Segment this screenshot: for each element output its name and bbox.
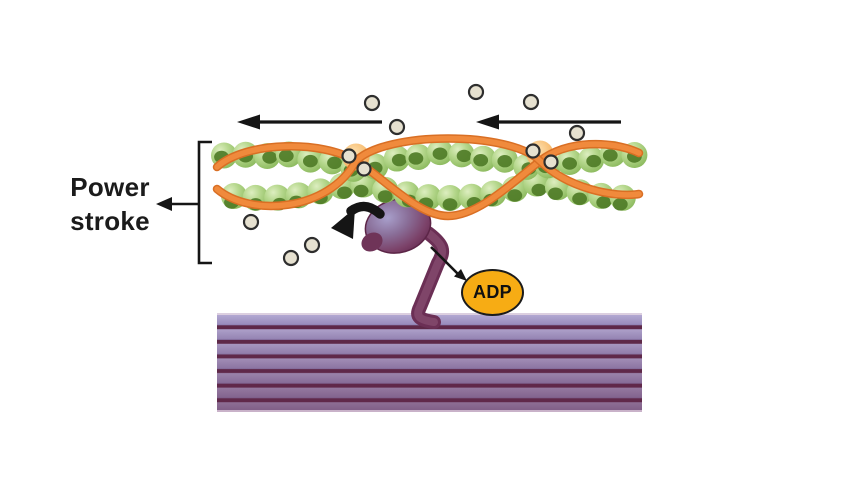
- rotation-arrow-icon: [331, 201, 385, 239]
- myosin-binding-site-spot: [531, 183, 547, 197]
- myosin-binding-site-spot: [507, 189, 523, 202]
- myosin-binding-site-spot: [442, 198, 458, 211]
- tropomyosin-strand-highlight: [214, 135, 642, 209]
- adp-release-arrow-icon: [430, 246, 467, 281]
- sliding-arrows: [237, 114, 621, 130]
- calcium-ion: [356, 161, 372, 177]
- sliding-arrow-left-icon: [237, 114, 382, 130]
- calcium-ion: [568, 124, 586, 142]
- myosin-neck-shade: [414, 229, 447, 326]
- myosin-binding-site-spot: [497, 155, 513, 168]
- calcium-ion: [467, 83, 485, 101]
- tropomyosin-strand-highlight: [214, 141, 642, 219]
- myosin-binding-site-spot: [586, 154, 602, 168]
- calcium-ion: [303, 236, 321, 254]
- sliding-arrow-left-icon: [476, 114, 621, 130]
- bracket: [197, 140, 212, 265]
- myosin-binding-site-spot: [391, 153, 407, 167]
- myosin-binding-site-spot: [377, 190, 393, 203]
- myosin-binding-site-spot: [408, 152, 424, 165]
- myosin-binding-site-spot: [337, 186, 352, 199]
- calcium-ion: [282, 249, 300, 267]
- calcium-ion: [388, 118, 406, 136]
- myosin-binding-site-spot: [473, 154, 489, 167]
- myosin-binding-site-spot: [456, 149, 472, 163]
- calcium-ion: [363, 94, 381, 112]
- calcium-ion: [242, 213, 260, 231]
- calcium-ion: [543, 154, 559, 170]
- myosin-binding-site-spot: [562, 157, 577, 170]
- myosin-head-chin: [361, 232, 383, 252]
- adp-badge: ADP: [461, 269, 524, 316]
- power-stroke-annotation: [156, 140, 212, 265]
- myosin-binding-site-spot: [278, 149, 294, 163]
- myosin-binding-site-spot: [612, 198, 628, 211]
- calcium-ion: [525, 143, 541, 159]
- myosin-binding-site-spot: [596, 196, 612, 209]
- calcium-ion: [522, 93, 540, 111]
- myosin-binding-site-spot: [548, 187, 563, 200]
- myosin-binding-site-spot: [327, 156, 342, 170]
- calcium-ion: [341, 148, 357, 164]
- myosin-binding-site-spot: [353, 184, 369, 198]
- myosin-binding-site-spot: [262, 151, 278, 164]
- calcium-ions: [242, 83, 586, 267]
- tropomyosin-strands: [212, 134, 644, 221]
- power-stroke-label: Power stroke: [70, 172, 150, 236]
- myosin-thick-filament: [217, 313, 642, 412]
- myosin-binding-site-spot: [572, 192, 587, 205]
- myosin-binding-site-spot: [432, 147, 448, 160]
- myosin-binding-site-spot: [602, 149, 618, 162]
- adp-label: ADP: [473, 282, 512, 302]
- power-stroke-pointer-head: [156, 197, 172, 211]
- myosin-binding-site-spot: [303, 154, 318, 168]
